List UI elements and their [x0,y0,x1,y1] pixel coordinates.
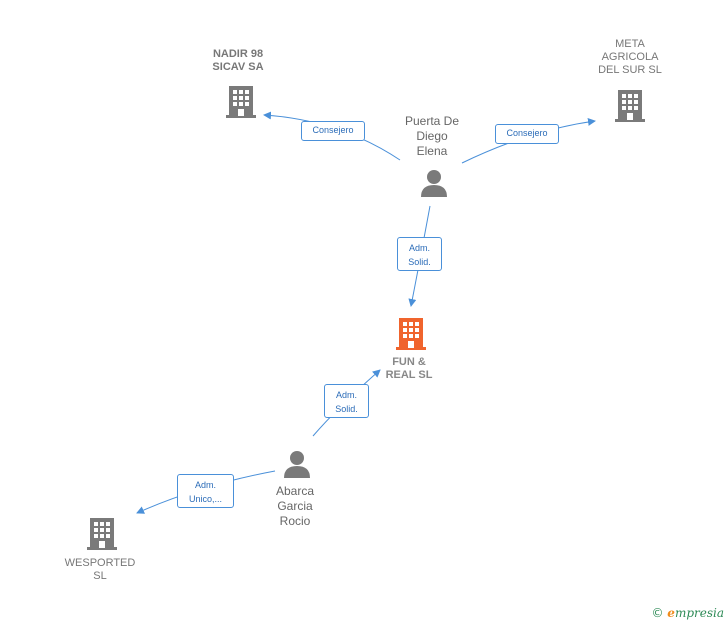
edge-label-puerta-nadir[interactable]: Consejero [301,121,365,141]
edge-label-puerta-fun[interactable]: Adm. Solid. [397,237,442,271]
edge-label-abarca-fun[interactable]: Adm. Solid. [324,384,369,418]
copyright-icon: © [651,606,664,620]
company-label-wesported[interactable]: WESPORTED SL [64,557,136,582]
brand-logo-e: e [667,606,675,620]
building-icon[interactable] [395,316,427,350]
building-icon[interactable] [225,84,257,118]
person-icon[interactable] [419,168,449,198]
brand-footer: © empresia [651,606,724,620]
company-label-fun[interactable]: FUN & REAL SL [385,356,433,381]
person-label-abarca[interactable]: Abarca Garcia Rocio [275,484,315,528]
brand-logo-text: mpresia [674,606,724,620]
edge-label-abarca-wesported[interactable]: Adm. Unico,... [177,474,234,508]
person-label-puerta[interactable]: Puerta De Diego Elena [404,114,460,158]
edge-label-puerta-meta[interactable]: Consejero [495,124,559,144]
building-icon[interactable] [614,88,646,122]
company-label-meta[interactable]: META AGRICOLA DEL SUR SL [598,38,662,76]
company-label-nadir[interactable]: NADIR 98 SICAV SA [212,48,264,73]
person-icon[interactable] [282,449,312,479]
building-icon[interactable] [86,516,118,550]
